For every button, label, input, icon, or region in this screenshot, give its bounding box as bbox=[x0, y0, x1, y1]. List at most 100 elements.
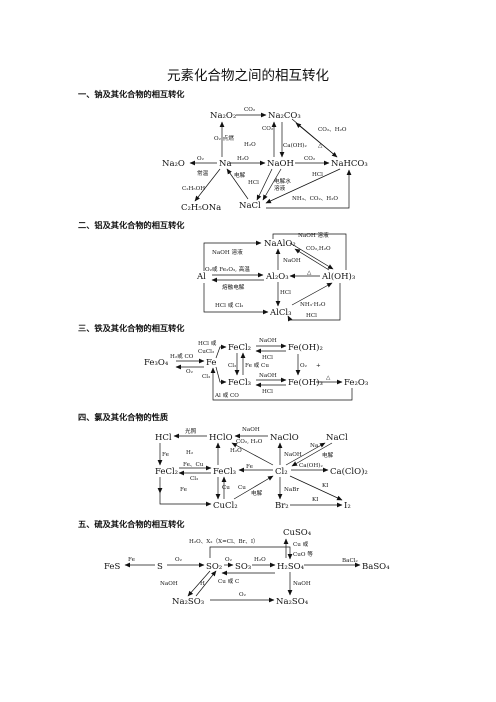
node-feoh3: Fe(OH)₃ bbox=[288, 377, 323, 388]
node-fe2o3: Fe₂O₃ bbox=[344, 378, 368, 388]
sodium-diagram: Na₂O₂ Na₂CO₃ Na₂O Na NaOH NaHCO₃ C₂H₅ONa… bbox=[162, 107, 368, 213]
node-na2so3: Na₂SO₃ bbox=[172, 597, 204, 607]
label-na: Na bbox=[310, 443, 319, 449]
label-o2: O₂ bbox=[239, 592, 246, 598]
label-h2: H₂ bbox=[186, 450, 193, 456]
node-baso4: BaSO₄ bbox=[362, 562, 390, 572]
node-fe3o4: Fe₃O₄ bbox=[144, 358, 169, 368]
node-na2o: Na₂O bbox=[162, 159, 185, 169]
label-cl2: Cl₂ bbox=[228, 363, 236, 369]
label-naoh: NaOH bbox=[283, 258, 301, 264]
node-naalo2: NaAlO₂ bbox=[264, 239, 296, 249]
label-o2-fe2o3-high-temp: O₂或 Fe₂O₃, 高温 bbox=[205, 265, 250, 273]
label-hcl: HCl bbox=[262, 355, 273, 361]
label-heat: △ bbox=[307, 270, 312, 276]
page-title: 元素化合物之间的相互转化 bbox=[167, 68, 329, 84]
label-electrolysis: 电解 bbox=[234, 171, 246, 179]
node-so2: SO₂ bbox=[206, 562, 222, 572]
label-electrolysis: 电解 bbox=[322, 451, 334, 459]
label-al-or-co: Al 或 CO bbox=[214, 391, 239, 399]
label-hcl-or-cl2: HCl 或 Cl₂ bbox=[215, 301, 243, 309]
label-naoh: NaOH bbox=[293, 581, 311, 587]
section-heading-aluminum: 二、铝及其化合物的相互转化 bbox=[78, 220, 185, 230]
label-cuo-etc: CuO 等 bbox=[293, 550, 313, 558]
node-na2so4: Na₂SO₄ bbox=[276, 597, 309, 607]
label-room-temp: 常温 bbox=[197, 169, 209, 177]
iron-diagram: Fe₃O₄ Fe FeCl₂ FeCl₃ Fe(OH)₂ Fe(OH)₃ Fe₂… bbox=[144, 338, 368, 401]
label-bacl2: BaCl₂ bbox=[342, 558, 358, 564]
label-naoh-solution: NaOH 溶液 bbox=[298, 231, 329, 239]
label-electrolysis: 电解 bbox=[251, 489, 263, 497]
node-naclo: NaClO bbox=[270, 433, 299, 443]
node-na2o2: Na₂O₂ bbox=[210, 111, 236, 121]
label-caoh2: Ca(OH)₂ bbox=[299, 462, 323, 469]
node-hclo: HClO bbox=[209, 433, 233, 443]
label-fe: Fe bbox=[128, 557, 136, 563]
label-nh3-co2-h2o: NH₃、CO₂、H₂O bbox=[292, 196, 338, 202]
label-naoh-solution: NaOH 溶液 bbox=[212, 248, 243, 256]
label-ki: KI bbox=[312, 497, 318, 503]
node-fes: FeS bbox=[104, 562, 120, 572]
node-br2: Br₂ bbox=[275, 501, 289, 511]
label-ammonia-water: NH₃·H₂O bbox=[300, 302, 326, 308]
label-h2o: H₂O bbox=[244, 142, 256, 148]
section-heading-iron: 三、铁及其化合物的相互转化 bbox=[78, 323, 185, 333]
label-cu: Cu bbox=[222, 485, 230, 491]
label-h2o-x2: H₂O、X₂（X=Cl、Br、I） bbox=[189, 538, 259, 545]
label-plus: + bbox=[316, 363, 321, 369]
label-hcl: HCl bbox=[248, 180, 259, 186]
node-hcl: HCl bbox=[155, 433, 172, 443]
label-h2o: H₂O bbox=[230, 448, 242, 454]
node-nacl: NaCl bbox=[239, 201, 261, 211]
label-heat: △ bbox=[326, 375, 331, 381]
node-s: S bbox=[157, 562, 163, 572]
label-h2o: H₂O bbox=[254, 557, 266, 563]
node-al: Al bbox=[196, 272, 206, 282]
label-nabr: NaBr bbox=[284, 487, 299, 493]
label-heat: △ bbox=[318, 143, 323, 149]
label-co2-h2o: CO₂, H₂O bbox=[236, 439, 263, 445]
node-so3: SO₃ bbox=[235, 562, 251, 572]
label-hcl: HCl bbox=[280, 290, 291, 296]
label-o2: O₂ bbox=[197, 156, 204, 162]
chlorine-diagram: HCl HClO NaClO NaCl FeCl₂ FeCl₃ Cl₂ Ca(C… bbox=[155, 427, 368, 511]
node-nahco3: NaHCO₃ bbox=[331, 159, 368, 169]
label-cl2: Cl₂ bbox=[190, 476, 198, 482]
label-fe: Fe bbox=[246, 464, 254, 470]
sulfur-diagram: FeS S SO₂ SO₃ H₂SO₄ CuSO₄ BaSO₄ Na₂SO₃ N… bbox=[104, 528, 390, 607]
label-cu: Cu bbox=[238, 485, 246, 491]
label-hcl: HCl bbox=[312, 172, 323, 178]
node-cl2: Cl₂ bbox=[275, 467, 288, 477]
label-light: 光照 bbox=[185, 427, 197, 435]
label-fe-cu: Fe、Cu bbox=[183, 462, 204, 468]
label-o2: O₂ bbox=[225, 557, 232, 563]
label-o2: O₂ bbox=[300, 363, 307, 369]
label-o2-ignite: O₂ 点燃 bbox=[214, 134, 234, 142]
section-heading-chlorine: 四、氯及其化合物的性质 bbox=[78, 412, 169, 422]
label-electrolysis-water: 电解水 bbox=[274, 177, 291, 185]
label-naoh: NaOH bbox=[160, 581, 178, 587]
label-hcl: HCl bbox=[306, 313, 317, 319]
label-caoh2: Ca(OH)₂ bbox=[283, 142, 307, 149]
node-alcl3: AlCl₃ bbox=[269, 308, 292, 318]
node-caclo2: Ca(ClO)₂ bbox=[330, 466, 368, 477]
label-co2: CO₂ bbox=[304, 156, 315, 162]
label-co2: CO₂ bbox=[244, 107, 255, 113]
label-ki: KI bbox=[322, 483, 328, 489]
node-c2h5ona: C₂H₅ONa bbox=[181, 203, 221, 213]
label-h2-or-co: H₂或 CO bbox=[170, 352, 194, 360]
label-cl2: Cl₂ bbox=[202, 374, 210, 380]
label-hcl: HCl bbox=[262, 389, 273, 395]
node-aloh3: Al(OH)₃ bbox=[321, 271, 355, 282]
node-al2o3: Al₂O₃ bbox=[265, 272, 289, 282]
section-heading-sodium: 一、钠及其化合物的相互转化 bbox=[78, 89, 185, 99]
label-ethanol: C₂H₅OH bbox=[182, 186, 205, 192]
label-h: H bbox=[200, 581, 205, 587]
label-co2: CO₂ bbox=[262, 126, 273, 132]
label-co2-h2o: CO₂、H₂O bbox=[318, 127, 347, 133]
node-feoh2: Fe(OH)₂ bbox=[288, 342, 323, 353]
node-cucl2: CuCl₂ bbox=[213, 501, 238, 511]
label-naoh: NaOH bbox=[242, 427, 260, 433]
node-i2: I₂ bbox=[344, 501, 351, 511]
